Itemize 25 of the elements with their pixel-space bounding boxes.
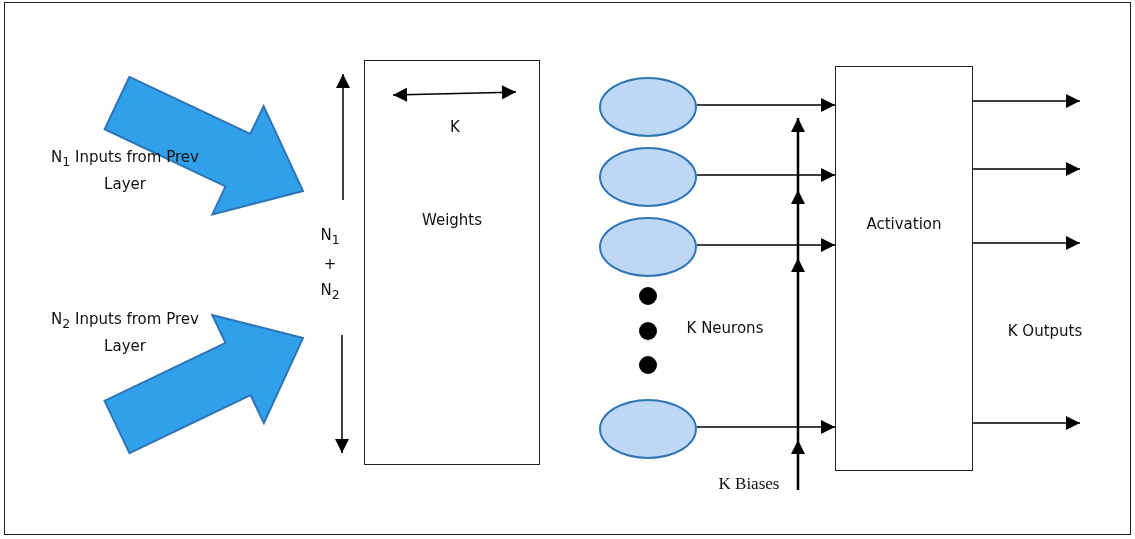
arrow <box>972 416 1081 430</box>
input-label: N$_{1}$ Inputs from Prev Layer <box>40 145 210 197</box>
ellipsis-dot <box>639 322 657 340</box>
block-arrow <box>103 75 305 216</box>
block-arrow <box>103 313 305 455</box>
arrow <box>972 162 1081 176</box>
ellipsis-dot <box>639 356 657 374</box>
box-title: Weights <box>420 211 484 229</box>
activation-box <box>835 66 973 471</box>
arrow <box>791 118 805 490</box>
arrow <box>696 168 836 182</box>
arrow <box>972 236 1081 250</box>
dimension-label: K <box>449 117 461 138</box>
outputs-label: K Outputs <box>1006 321 1084 342</box>
weights-box <box>364 60 540 465</box>
arrow <box>696 238 836 252</box>
bias-label: K Biases <box>700 470 798 496</box>
ellipsis-dot <box>639 287 657 305</box>
arrow <box>696 98 836 112</box>
arrow <box>696 420 836 434</box>
dimension-label: N$_{1}$ + N$_{2}$ <box>319 225 341 305</box>
box-title: Activation <box>865 215 943 233</box>
arrow <box>972 94 1081 108</box>
neurons-label: K Neurons <box>685 318 765 339</box>
input-label: N$_{2}$ Inputs from Prev Layer <box>40 307 210 363</box>
